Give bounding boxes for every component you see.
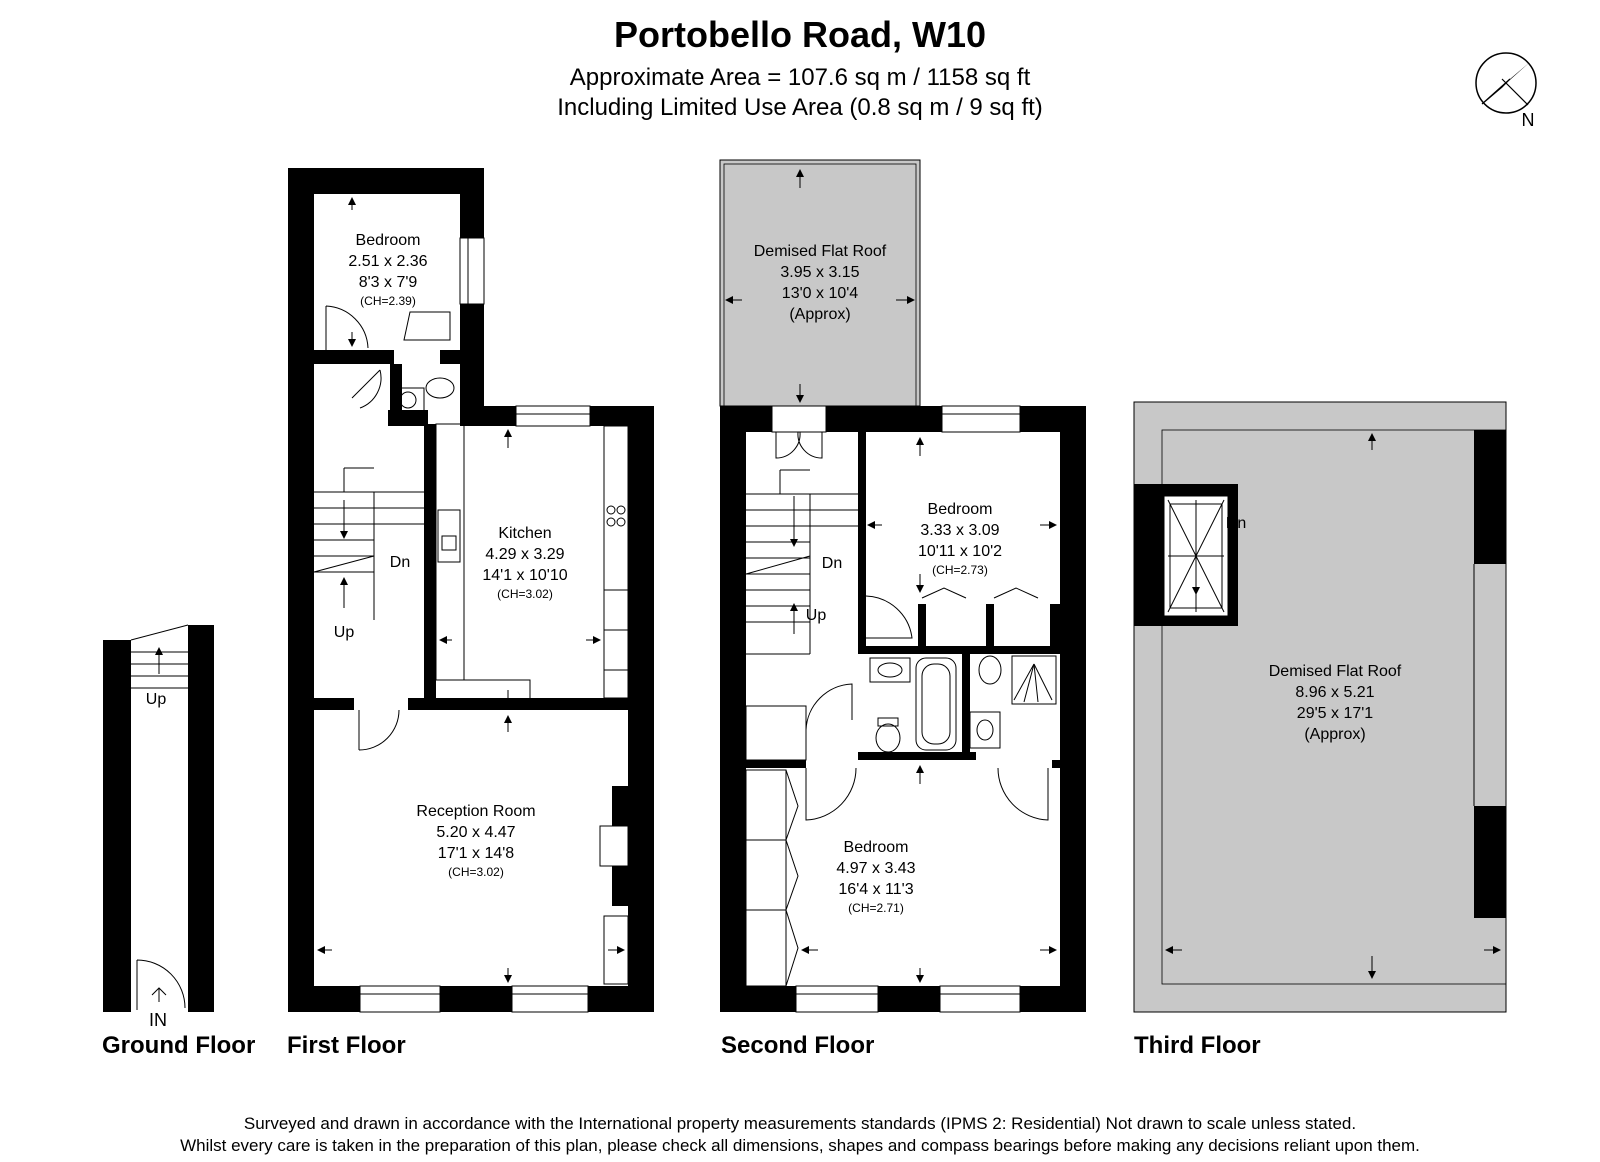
first-floor-plan: Dn Up Bedr (288, 168, 654, 1013)
svg-text:5.20 x 4.47: 5.20 x 4.47 (436, 824, 515, 841)
svg-text:(CH=3.02): (CH=3.02) (497, 587, 553, 601)
ground-stair-up-label: Up (146, 691, 167, 708)
svg-text:Kitchen: Kitchen (498, 525, 551, 542)
compass-icon: N (1475, 52, 1537, 130)
svg-text:(CH=2.39): (CH=2.39) (360, 294, 416, 308)
first-bedroom-label: Bedroom 2.51 x 2.36 8'3 x 7'9 (CH=2.39) (348, 232, 427, 308)
svg-text:Bedroom: Bedroom (844, 839, 909, 856)
svg-text:29'5 x 17'1: 29'5 x 17'1 (1297, 705, 1373, 722)
svg-text:13'0 x 10'4: 13'0 x 10'4 (782, 285, 858, 302)
third-floor-label: Third Floor (1134, 1032, 1261, 1059)
compass-north-label: N (1522, 110, 1535, 130)
svg-text:16'4 x 11'3: 16'4 x 11'3 (838, 881, 913, 898)
limited-use-area: Including Limited Use Area (0.8 sq m / 9… (557, 94, 1043, 121)
svg-text:(CH=3.02): (CH=3.02) (448, 865, 504, 879)
svg-text:Demised Flat Roof: Demised Flat Roof (1269, 663, 1402, 680)
svg-text:2.51 x 2.36: 2.51 x 2.36 (348, 253, 427, 270)
svg-text:(CH=2.71): (CH=2.71) (848, 901, 904, 915)
plan-title: Portobello Road, W10 (613, 14, 987, 55)
ground-floor-label: Ground Floor (102, 1032, 256, 1059)
second-upper-bedroom-label: Bedroom 3.33 x 3.09 10'11 x 10'2 (CH=2.7… (918, 501, 1002, 577)
svg-text:Reception Room: Reception Room (416, 803, 535, 820)
svg-text:3.33 x 3.09: 3.33 x 3.09 (920, 522, 999, 539)
second-roof-label: Demised Flat Roof 3.95 x 3.15 13'0 x 10'… (754, 243, 887, 323)
svg-text:14'1 x 10'10: 14'1 x 10'10 (482, 567, 567, 584)
svg-text:(Approx): (Approx) (1304, 726, 1365, 743)
svg-text:10'11 x 10'2: 10'11 x 10'2 (918, 543, 1002, 560)
second-stair-down-label: Dn (822, 555, 842, 572)
svg-text:(Approx): (Approx) (789, 306, 850, 323)
svg-text:(CH=2.73): (CH=2.73) (932, 563, 988, 577)
disclaimer-line-2: Whilst every care is taken in the prepar… (180, 1136, 1420, 1155)
approximate-area: Approximate Area = 107.6 sq m / 1158 sq … (569, 64, 1031, 91)
svg-text:Bedroom: Bedroom (356, 232, 421, 249)
disclaimer-line-1: Surveyed and drawn in accordance with th… (243, 1114, 1357, 1133)
kitchen-label: Kitchen 4.29 x 3.29 14'1 x 10'10 (CH=3.0… (482, 525, 567, 601)
second-stair-up-label: Up (806, 607, 827, 624)
svg-text:8'3 x 7'9: 8'3 x 7'9 (359, 274, 418, 291)
first-floor-label: First Floor (287, 1032, 406, 1059)
entrance-label: IN (149, 1010, 167, 1030)
first-stair-up-label: Up (334, 624, 355, 641)
third-stair-down-label: Dn (1226, 515, 1246, 532)
second-lower-bedroom-label: Bedroom 4.97 x 3.43 16'4 x 11'3 (CH=2.71… (836, 839, 915, 915)
svg-text:8.96 x 5.21: 8.96 x 5.21 (1295, 684, 1374, 701)
svg-text:4.97 x 3.43: 4.97 x 3.43 (836, 860, 915, 877)
third-roof-label: Demised Flat Roof 8.96 x 5.21 29'5 x 17'… (1269, 663, 1402, 743)
second-floor-plan: Demised Flat Roof 3.95 x 3.15 13'0 x 10'… (719, 159, 1086, 1013)
ground-floor-plan: Up IN (103, 624, 214, 1030)
reception-room-label: Reception Room 5.20 x 4.47 17'1 x 14'8 (… (416, 803, 535, 879)
second-floor-label: Second Floor (721, 1032, 875, 1059)
first-stair-down-label: Dn (390, 554, 410, 571)
svg-text:Bedroom: Bedroom (928, 501, 993, 518)
svg-text:3.95 x 3.15: 3.95 x 3.15 (780, 264, 859, 281)
svg-text:17'1 x 14'8: 17'1 x 14'8 (438, 845, 514, 862)
svg-text:Demised Flat Roof: Demised Flat Roof (754, 243, 887, 260)
third-floor-plan: Dn Demised Flat Roof 8.96 x 5.21 29'5 x … (1133, 401, 1507, 1013)
svg-text:4.29 x 3.29: 4.29 x 3.29 (485, 546, 564, 563)
